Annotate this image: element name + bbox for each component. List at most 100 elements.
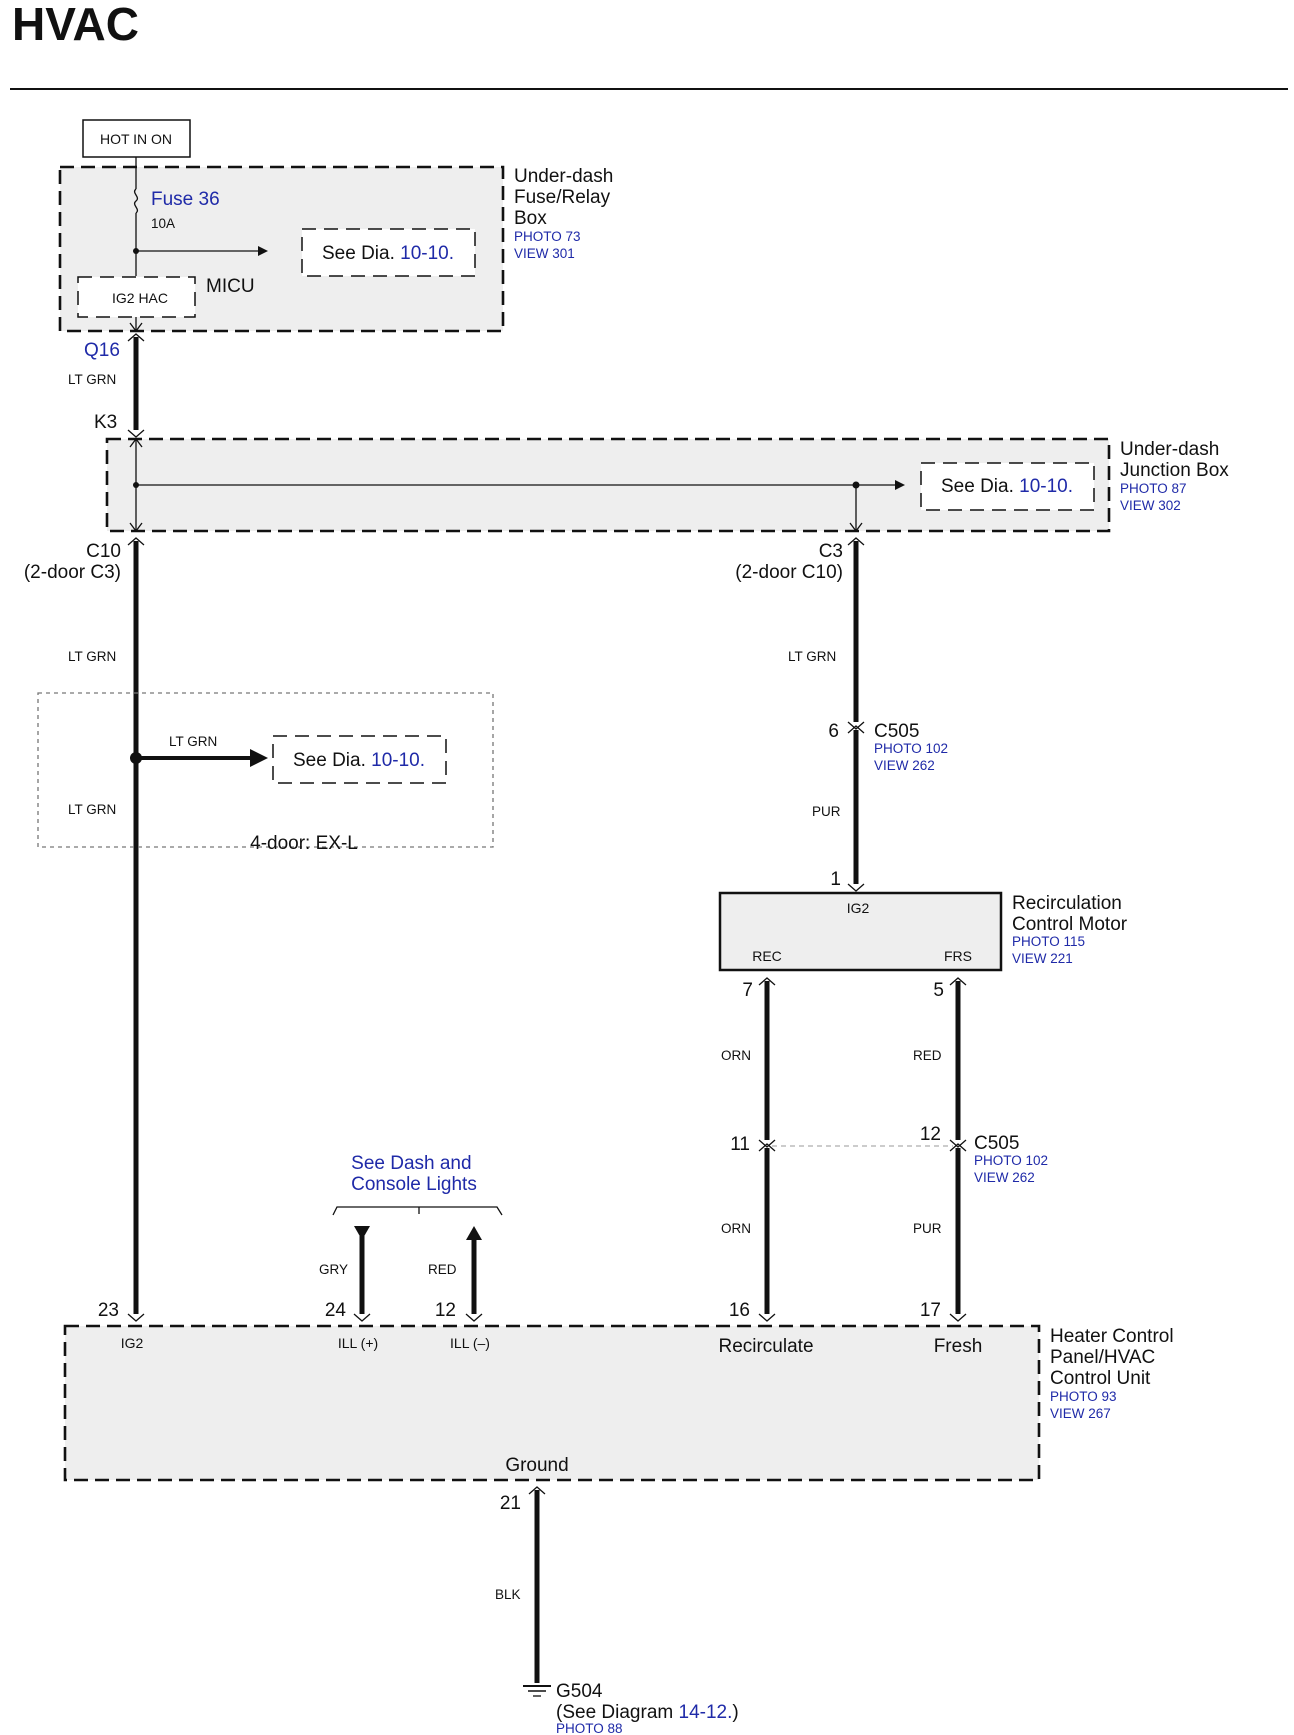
frs-pin5-connector-icon xyxy=(949,977,967,986)
ill-pos-arrow-icon xyxy=(354,1226,370,1240)
motor-pin1-connector-icon xyxy=(847,883,865,892)
c505-pin11-top-icon xyxy=(758,1139,776,1148)
see-dia-ref-option[interactable]: See Dia. 10-10. xyxy=(293,750,425,771)
k3-connector-icon xyxy=(127,429,145,438)
wire-rec-lower-color: ORN xyxy=(721,1221,751,1236)
wire-c10-color: LT GRN xyxy=(68,649,116,664)
option-4door-exl-box xyxy=(37,692,494,848)
c505-lower-photo[interactable]: PHOTO 102 xyxy=(974,1153,1048,1168)
c505-upper-view[interactable]: VIEW 262 xyxy=(874,758,935,773)
cu-pin-24: 24 xyxy=(325,1300,347,1321)
wire-gry-color: GRY xyxy=(319,1262,348,1277)
option-branch-arrow-icon xyxy=(250,749,268,767)
recirc-motor-photo[interactable]: PHOTO 115 xyxy=(1012,934,1085,949)
c505-pin12-top-icon xyxy=(949,1139,967,1148)
ill-neg-arrow-icon xyxy=(466,1226,482,1240)
recirc-motor-view[interactable]: VIEW 221 xyxy=(1012,951,1073,966)
cu-ill-neg-label: ILL (–) xyxy=(450,1335,490,1351)
junction-box-photo[interactable]: PHOTO 87 xyxy=(1120,481,1187,496)
cu-pin-17: 17 xyxy=(920,1300,941,1321)
junction-c3-chevron-icon xyxy=(849,522,863,533)
junction-down-chevron-icon xyxy=(129,522,143,533)
cu-pin16-connector-icon xyxy=(758,1313,776,1322)
rec-pin-7: 7 xyxy=(742,980,753,1001)
cu-fresh-label: Fresh xyxy=(934,1336,983,1357)
c505-pin12: 12 xyxy=(920,1124,941,1145)
cu-ig2-label: IG2 xyxy=(121,1335,144,1351)
fuse-name: Fuse 36 xyxy=(151,189,220,210)
hvac-control-unit-box xyxy=(63,1324,1041,1482)
c10-connector-icon xyxy=(127,537,145,546)
relay-output-chevron-icon xyxy=(129,322,143,333)
c10-terminal: C10 xyxy=(86,541,121,562)
wire-option-lower-color: LT GRN xyxy=(68,802,116,817)
cu-pin21-connector-icon xyxy=(528,1486,546,1495)
cu-pin17-connector-icon xyxy=(949,1313,967,1322)
fuse-box-photo[interactable]: PHOTO 73 xyxy=(514,229,581,244)
option-branch-color: LT GRN xyxy=(169,734,217,749)
fuse-rating: 10A xyxy=(151,216,175,231)
cu-ground-label: Ground xyxy=(505,1455,568,1476)
recirc-control-motor-box xyxy=(718,891,1003,972)
cu-pin-16: 16 xyxy=(729,1300,750,1321)
cu-recirculate-label: Recirculate xyxy=(718,1336,813,1357)
c505-pin11: 11 xyxy=(730,1134,750,1155)
hvac-control-unit-photo[interactable]: PHOTO 93 xyxy=(1050,1389,1117,1404)
motor-ig2-label: IG2 xyxy=(847,900,870,916)
wire-q16-k3-color: LT GRN xyxy=(68,372,116,387)
cu-pin24-connector-icon xyxy=(353,1313,371,1322)
lights-reference[interactable]: See Dash and Console Lights xyxy=(351,1153,477,1195)
wire-red-color: RED xyxy=(428,1262,457,1277)
fuse-box-view[interactable]: VIEW 301 xyxy=(514,246,575,261)
wire-frs-upper-color: RED xyxy=(913,1048,942,1063)
fuse-symbol-icon xyxy=(133,188,139,214)
cu-pin-12: 12 xyxy=(435,1300,456,1321)
relay-label: IG2 HAC xyxy=(112,290,168,306)
see-dia-box-junction xyxy=(920,462,1095,511)
c505-pin12-bottom-icon xyxy=(949,1143,967,1152)
c505-name-upper: C505 xyxy=(874,721,919,742)
motor-rec-label: REC xyxy=(752,948,782,964)
see-dia-box-option xyxy=(272,735,447,784)
c3-terminal-alt: (2-door C10) xyxy=(735,562,843,583)
junction-up-chevron-icon xyxy=(129,437,143,448)
ground-see-diagram[interactable]: (See Diagram 14-12.) xyxy=(556,1702,739,1723)
ground-photo[interactable]: PHOTO 88 xyxy=(556,1721,623,1735)
cu-pin12-connector-icon xyxy=(465,1313,483,1322)
k3-terminal: K3 xyxy=(94,412,117,433)
c505-pin11-bottom-icon xyxy=(758,1143,776,1152)
c505-pin6-top-icon xyxy=(847,721,865,730)
wire-c3-color: LT GRN xyxy=(788,649,836,664)
motor-frs-label: FRS xyxy=(944,948,972,964)
cu-pin-21: 21 xyxy=(500,1493,521,1514)
c505-pin6: 6 xyxy=(828,721,839,742)
fuse-box-name: Under-dash Fuse/Relay Box xyxy=(514,166,619,229)
cu-pin-23: 23 xyxy=(98,1300,119,1321)
hvac-control-unit-name: Heater Control Panel/HVAC Control Unit xyxy=(1050,1326,1179,1389)
page-title: HVAC xyxy=(12,0,139,50)
q16-terminal: Q16 xyxy=(84,340,120,361)
junction-box-view[interactable]: VIEW 302 xyxy=(1120,498,1181,513)
see-dia-ref-junction[interactable]: See Dia. 10-10. xyxy=(941,476,1073,497)
ig2-hac-relay-box xyxy=(77,276,196,318)
see-dia-box-fuse xyxy=(301,228,476,277)
rec-pin7-connector-icon xyxy=(758,977,776,986)
recirc-motor-name: Recirculation Control Motor xyxy=(1012,893,1128,935)
c505-upper-photo[interactable]: PHOTO 102 xyxy=(874,741,948,756)
c10-terminal-alt: (2-door C3) xyxy=(24,562,121,583)
wire-frs-lower-color: PUR xyxy=(913,1221,942,1236)
micu-label: MICU xyxy=(206,276,255,297)
motor-pin-1: 1 xyxy=(830,869,841,890)
c505-name-lower: C505 xyxy=(974,1133,1019,1154)
c505-pin6-bottom-icon xyxy=(847,725,865,734)
hvac-control-unit-view[interactable]: VIEW 267 xyxy=(1050,1406,1111,1421)
wire-rec-upper-color: ORN xyxy=(721,1048,751,1063)
see-dia-ref-fuse[interactable]: See Dia. 10-10. xyxy=(322,243,454,264)
junction-box-name: Under-dash Junction Box xyxy=(1120,439,1229,481)
c3-connector-icon xyxy=(847,537,865,546)
c505-lower-view[interactable]: VIEW 262 xyxy=(974,1170,1035,1185)
wire-c505-motor-color: PUR xyxy=(812,804,841,819)
q16-connector-icon xyxy=(127,333,145,342)
power-source-label: HOT IN ON xyxy=(100,131,172,147)
